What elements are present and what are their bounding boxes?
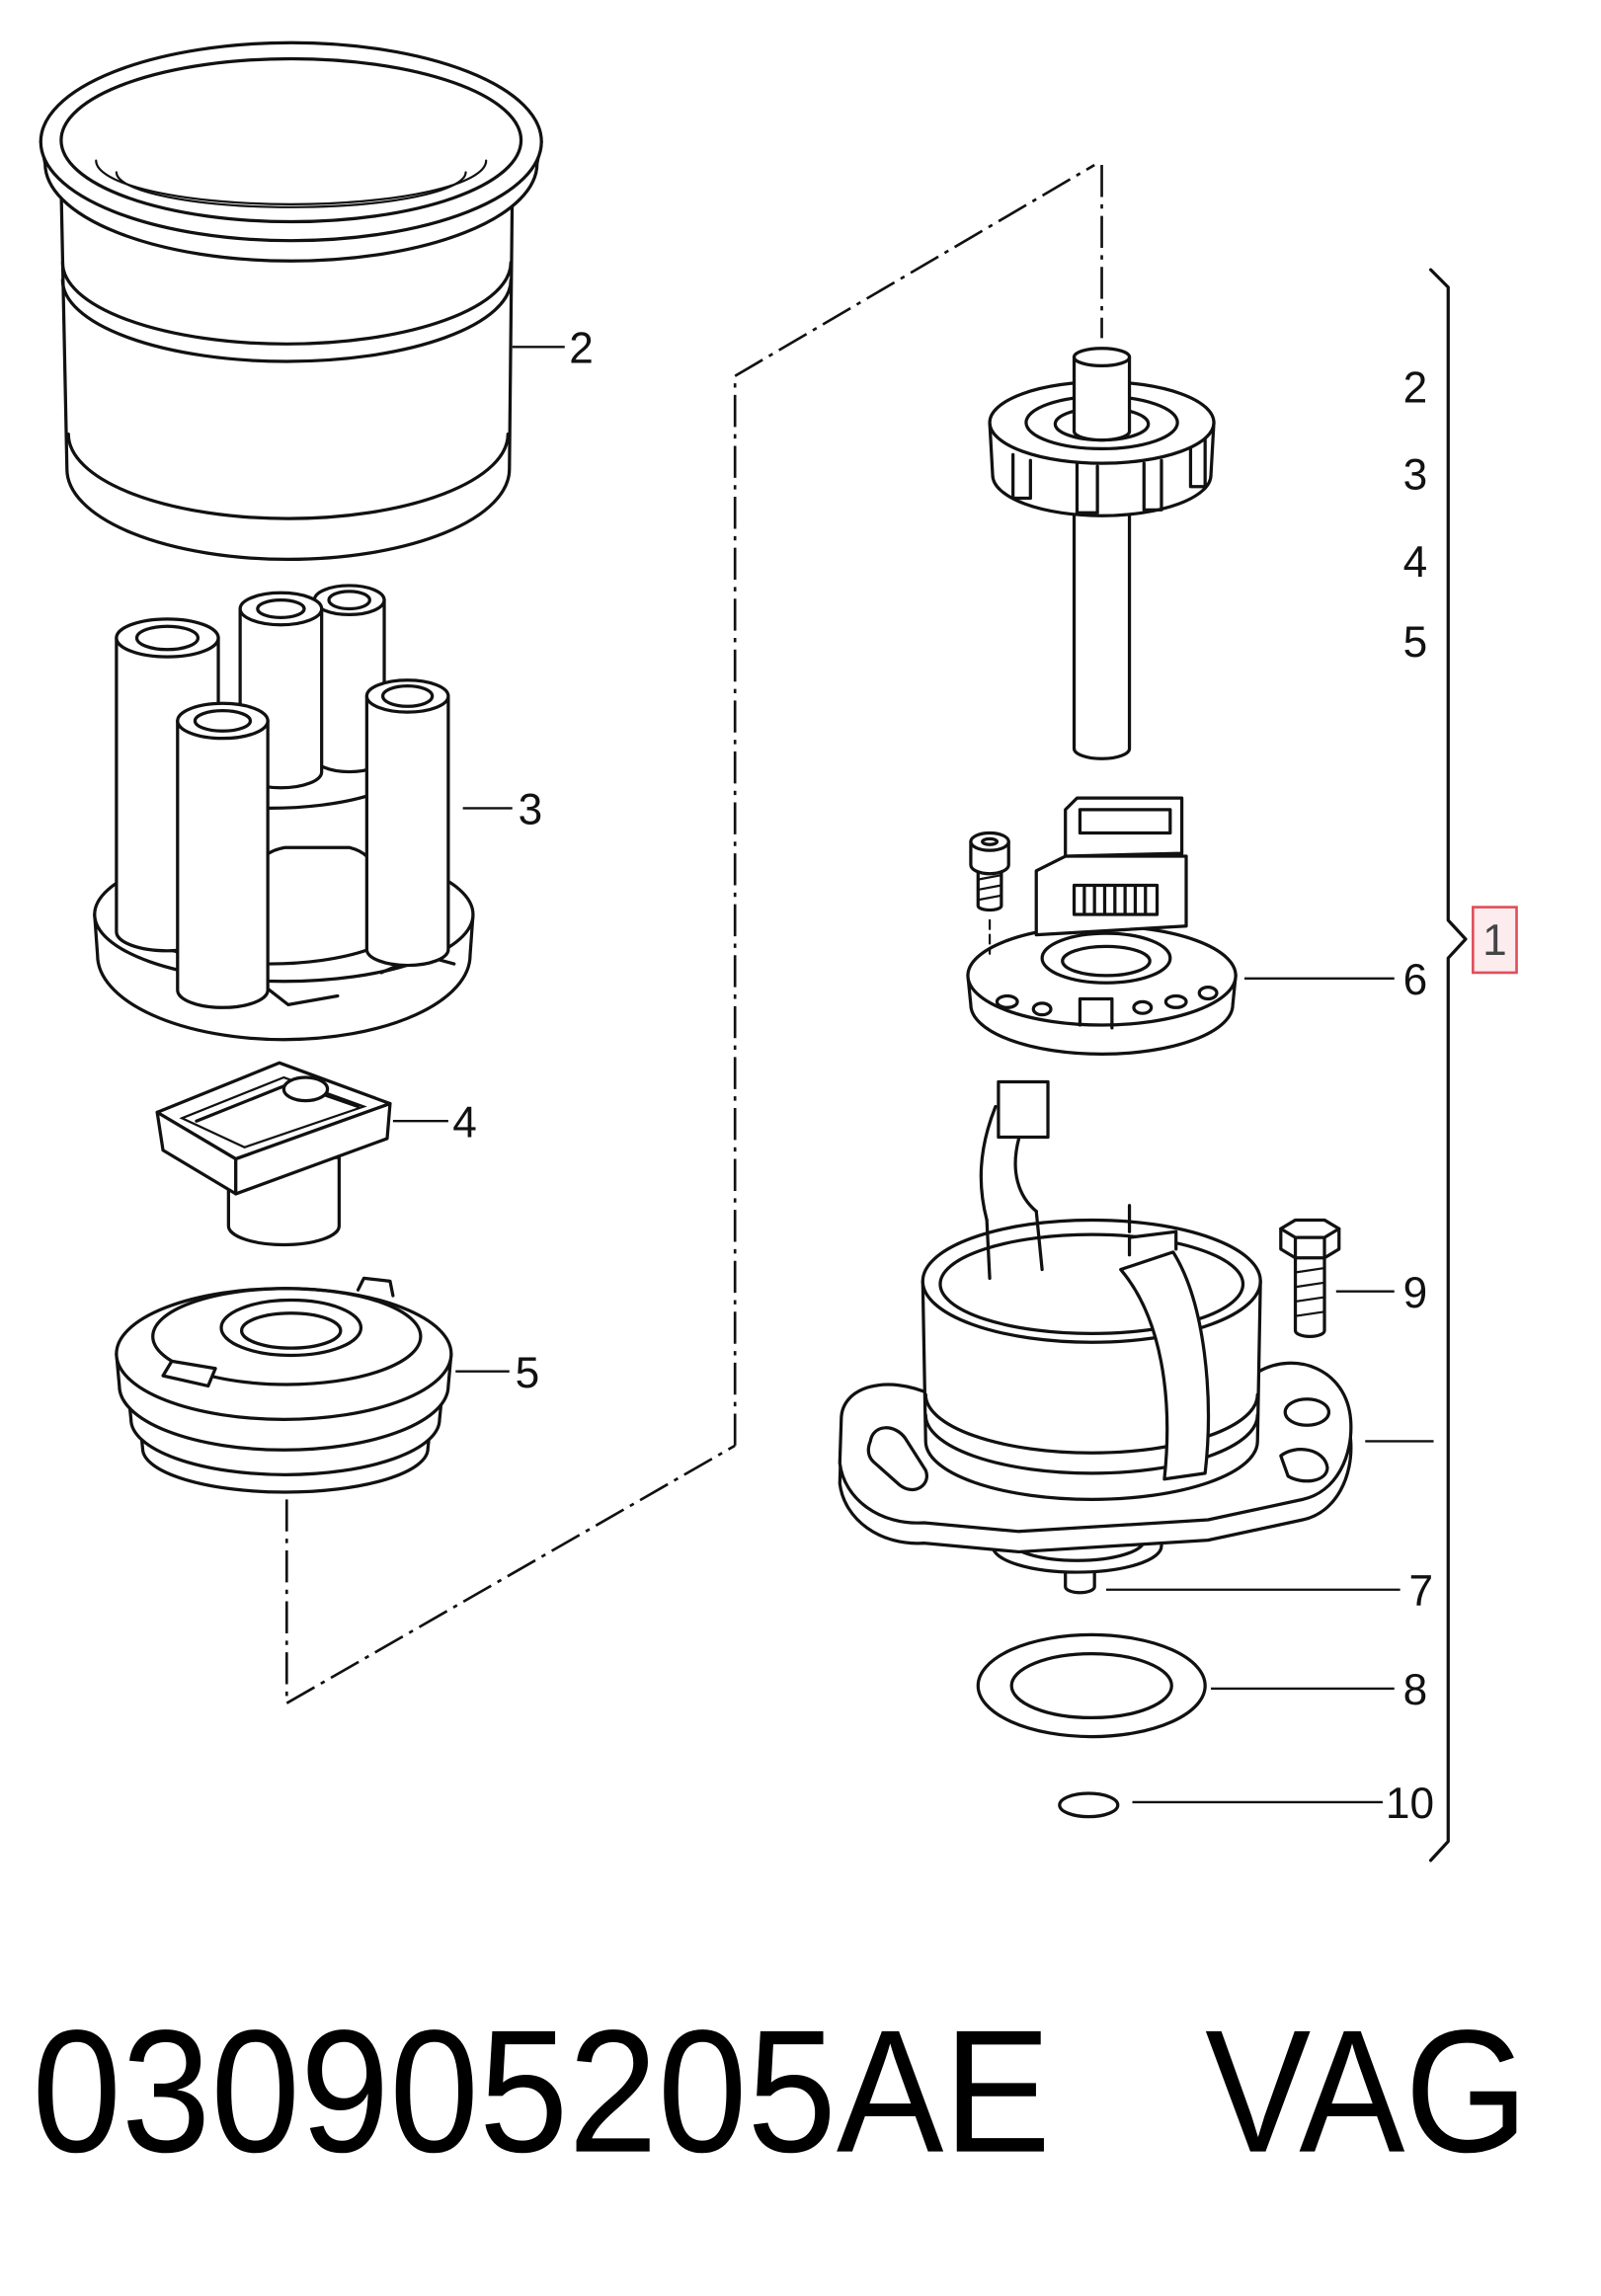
screw-threads: [977, 874, 1002, 902]
callout-right-9: 9: [1403, 1269, 1428, 1317]
tower-top: [176, 701, 270, 741]
assembly-content-item: 5: [1403, 618, 1428, 667]
screw-head-top: [969, 831, 1010, 852]
bolt-shank: [1293, 1253, 1326, 1338]
tower-bore: [256, 598, 306, 619]
cover-rim-top: [39, 40, 543, 243]
shaft-pin-top: [1072, 347, 1132, 368]
plate-screw-hole: [1132, 999, 1154, 1015]
flange-slot-left: [866, 1426, 928, 1492]
guide-line-diagonal-upper: [734, 163, 1095, 377]
part-4-rotor: [155, 1061, 392, 1247]
plate-screw-hole: [1163, 993, 1188, 1009]
flange-slot-right: [1279, 1448, 1329, 1483]
rotor-contact-disk: [281, 1075, 330, 1103]
callout-right-8: 8: [1403, 1666, 1428, 1714]
tower-top: [364, 678, 450, 714]
assembly-bracket: [1428, 268, 1468, 1862]
cover-inner-floor: [115, 171, 467, 208]
shaft-pin: [1072, 355, 1132, 442]
connector-slot: [1078, 808, 1172, 835]
flange-hole-right: [1283, 1397, 1331, 1427]
connector-housing: [1064, 796, 1184, 858]
part-number: 030905205AE: [32, 1995, 1051, 2189]
seal-hole: [240, 1311, 343, 1350]
assembly-content-item: 3: [1403, 451, 1428, 500]
assembly-label: 1: [1482, 916, 1507, 965]
callout-left-2: 2: [569, 324, 594, 372]
assembly-label-highlight-box: [1471, 906, 1518, 975]
assembly-guide-lines: [284, 163, 1103, 1704]
connector-pins: [1072, 883, 1160, 916]
connector-base: [1034, 854, 1188, 937]
callout-left-3: 3: [519, 786, 543, 834]
part-9-bolt: [1279, 1218, 1341, 1338]
ribbon-cable: [979, 1079, 1050, 1223]
housing-cylinder-top: [921, 1218, 1262, 1344]
tower-body: [364, 694, 450, 968]
cover-body: [59, 185, 515, 562]
bolt-head-edges: [1293, 1235, 1326, 1260]
cap-tower-front-right: [364, 678, 450, 968]
plate-screw-hole: [995, 993, 1019, 1009]
tower-bore: [134, 624, 200, 652]
tower-top: [238, 591, 324, 627]
cover-inner-lip: [95, 159, 488, 205]
tower-top: [115, 617, 220, 659]
housing-cylinder-ring: [923, 1392, 1259, 1455]
housing-cylinder-ring: [923, 1413, 1259, 1475]
part-6-sensor-plate: [966, 796, 1238, 1057]
cover-band-lower: [60, 277, 513, 363]
housing-clip: [1119, 1250, 1211, 1481]
callout-left-5: 5: [516, 1349, 540, 1397]
plate-front-notch: [1078, 996, 1114, 1030]
plate-screw-hole: [1197, 986, 1219, 1001]
cover-flare-line: [66, 433, 510, 520]
housing-cylinder-opening: [938, 1232, 1245, 1336]
cover-band-upper: [60, 261, 513, 346]
o-ring-inner: [1009, 1651, 1173, 1720]
guide-line-diagonal-lower: [285, 1444, 736, 1704]
callout-right-7: 7: [1408, 1567, 1433, 1616]
assembly-content-item: 2: [1403, 363, 1428, 412]
brand: VAG: [1205, 1995, 1528, 2189]
part-3-distributor-cap: [93, 584, 475, 1042]
housing-ribbon-entry: [985, 1209, 1044, 1281]
part-8-o-ring: [976, 1632, 1207, 1739]
callout-left-4: 4: [452, 1098, 477, 1147]
ribbon-tag: [997, 1079, 1050, 1140]
seal-raised-disk: [151, 1287, 423, 1386]
cap-tower-front-left: [176, 701, 270, 1009]
part-10-small-ring: [1058, 1791, 1120, 1819]
bolt-threads: [1294, 1266, 1326, 1317]
part-5-seal: [115, 1276, 453, 1494]
plate-hole: [1061, 944, 1152, 978]
distributor-housing: [838, 1204, 1353, 1595]
seal-label-plate: [161, 1359, 217, 1388]
seal-tab: [356, 1276, 395, 1298]
tower-bore: [380, 683, 435, 708]
gear-slots: [1011, 435, 1207, 515]
plate-screw: [969, 831, 1010, 955]
screw-drive: [981, 836, 1000, 846]
housing-clip-notch: [1127, 1229, 1178, 1257]
callout-right-6: 6: [1403, 956, 1428, 1004]
rotor-inner-frame: [179, 1075, 367, 1148]
callout-right-10: 10: [1386, 1780, 1434, 1828]
bolt-head-top: [1279, 1218, 1341, 1239]
tower-bore: [327, 590, 371, 611]
shaft-trigger-wheel: [988, 347, 1216, 760]
o-ring-outer: [976, 1632, 1207, 1739]
plate-screw-hole: [1031, 1001, 1053, 1017]
tower-body: [176, 719, 270, 1009]
assembly-content-item: 4: [1403, 538, 1428, 587]
part-2-cover: [39, 40, 543, 562]
shaft-rod: [1072, 479, 1132, 760]
tower-bore: [193, 709, 253, 733]
rotor-front-face: [234, 1101, 392, 1196]
cover-rim-inner: [59, 56, 523, 224]
ribbon-lines: [979, 1104, 1038, 1223]
